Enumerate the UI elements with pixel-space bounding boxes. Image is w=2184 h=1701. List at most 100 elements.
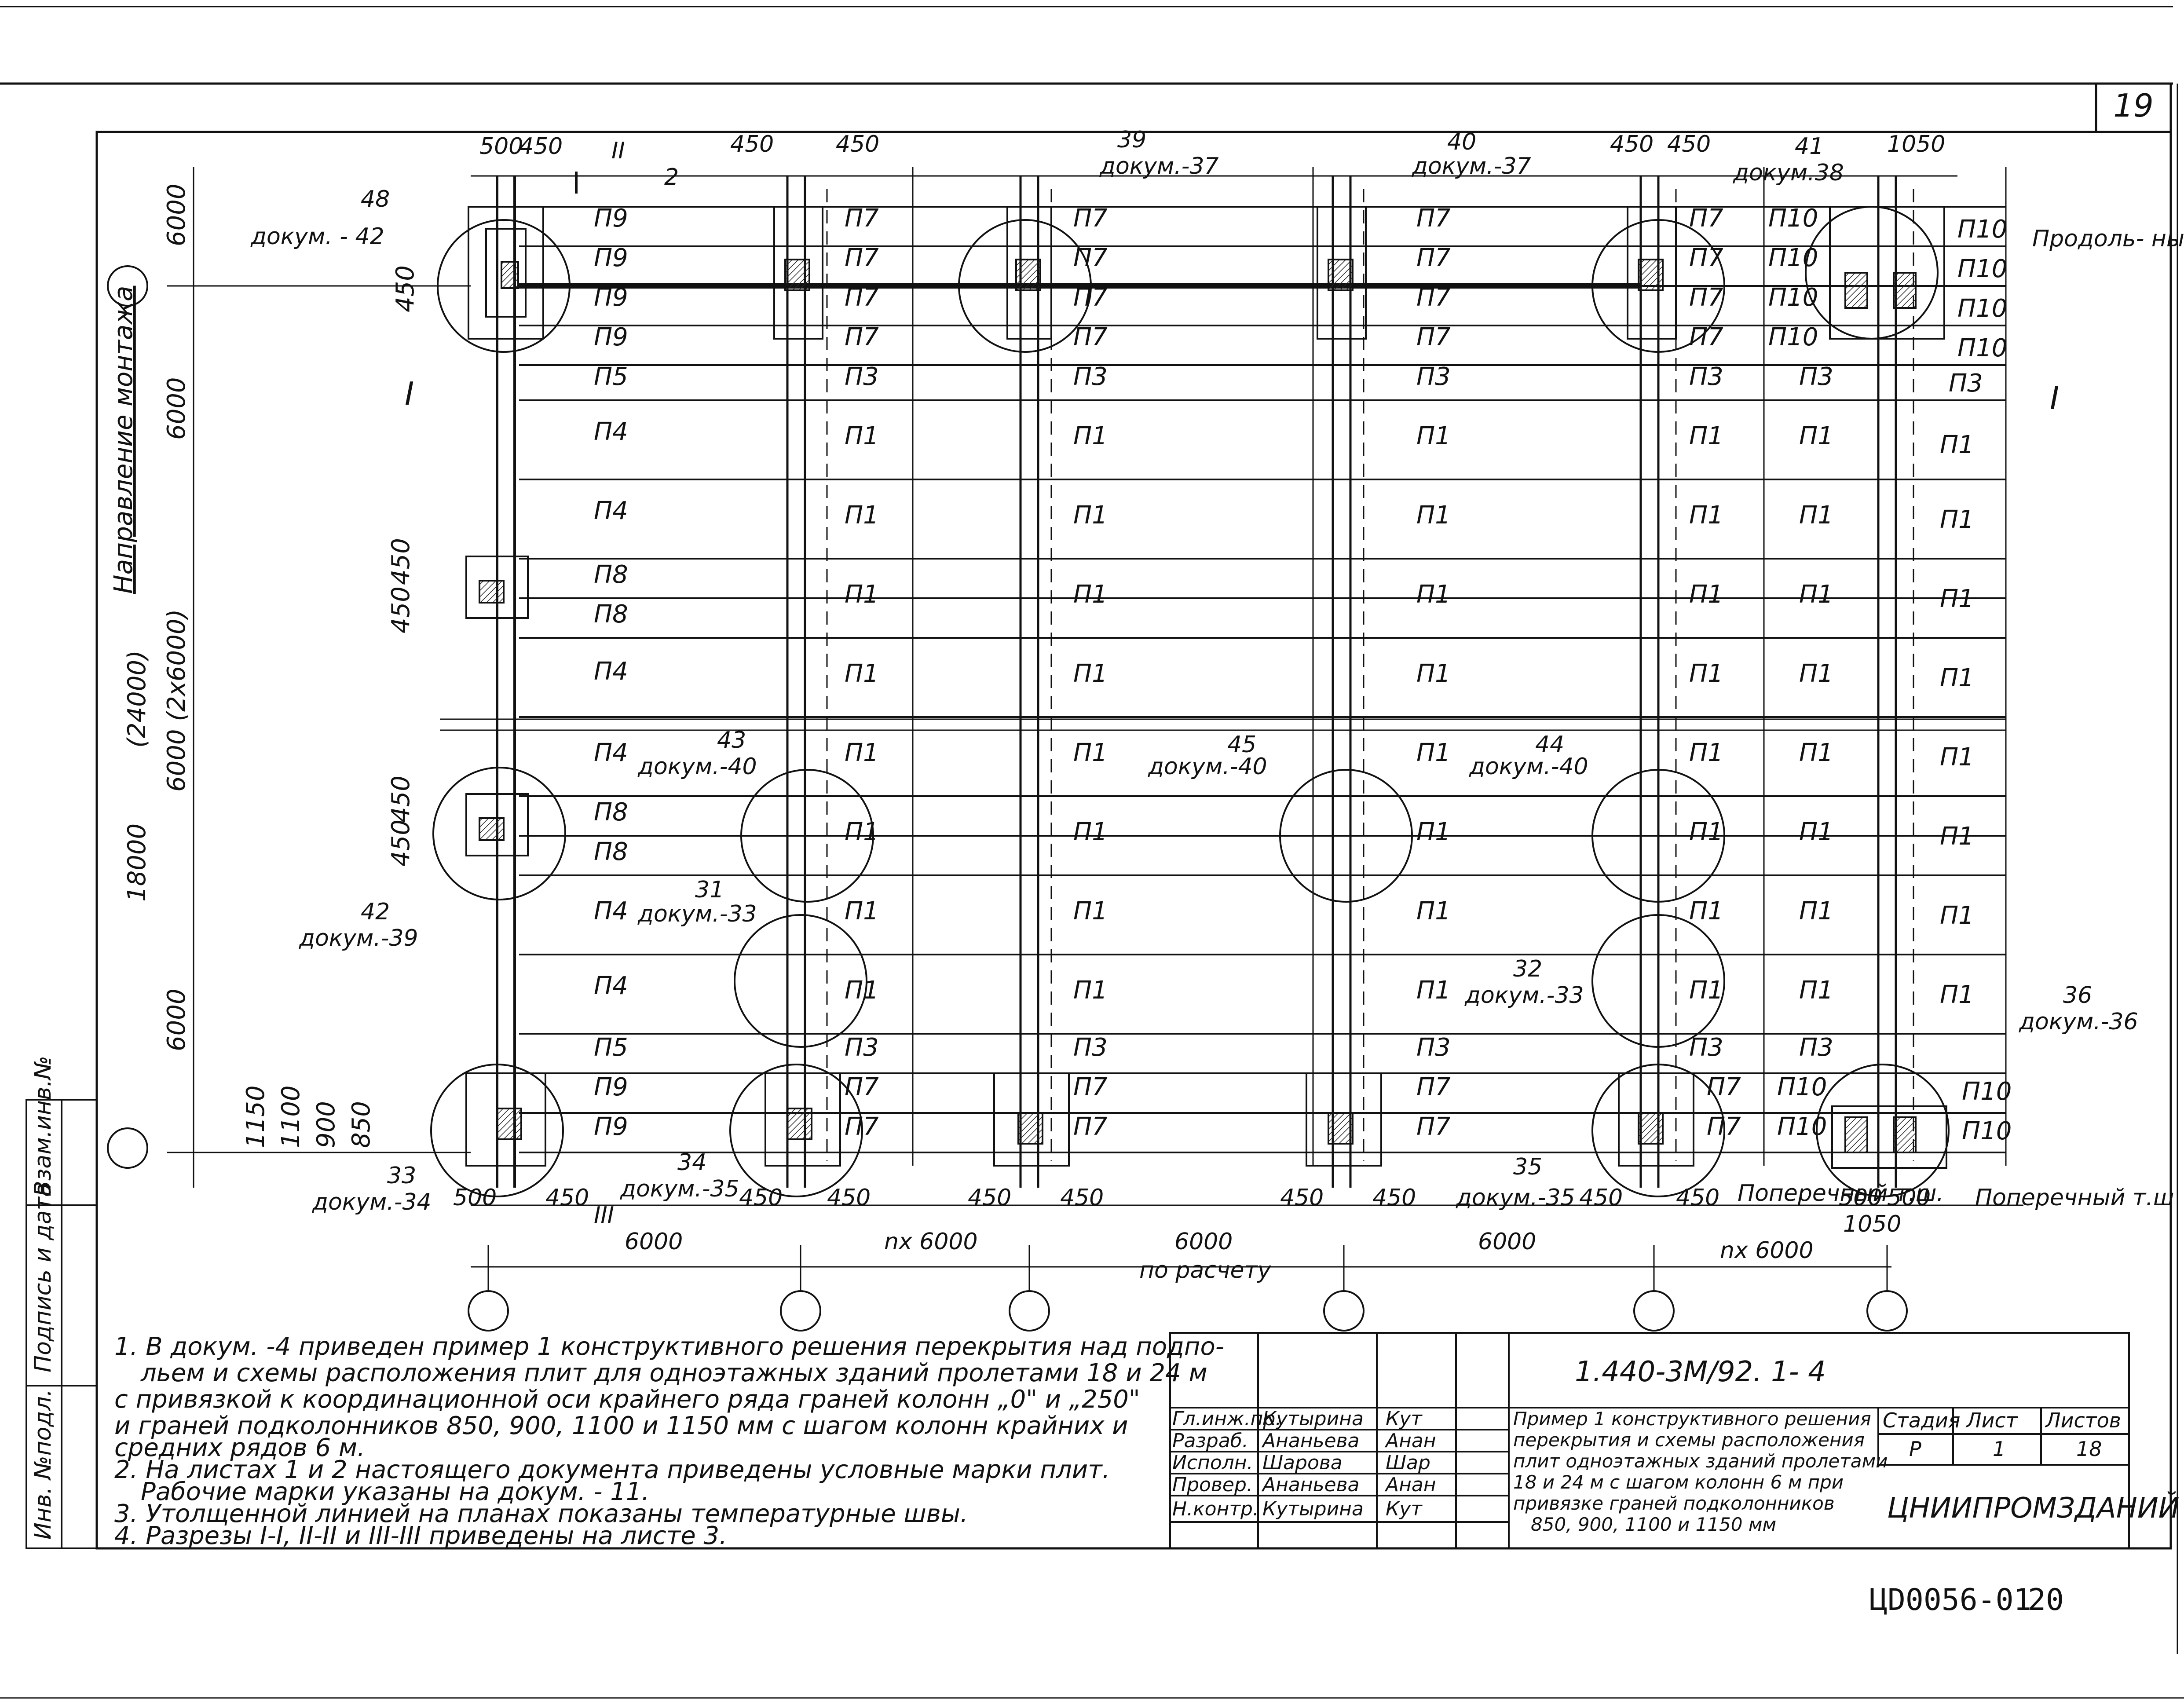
section-i-left: I [405, 375, 414, 412]
slab-mark: П1 [1799, 976, 1833, 1005]
slab-mark: П1 [1073, 976, 1108, 1005]
role: Исполн. [1172, 1452, 1253, 1474]
dim-left-top: 6000 [162, 183, 191, 246]
longitudinal-joint-label: Продоль- ный т.ш. [2032, 226, 2184, 252]
dim-left-450d: 450 [387, 776, 415, 823]
dim-left-18000: 18000 [123, 823, 151, 902]
slab-mark: П9 [594, 1112, 628, 1141]
transverse-joint-a: Поперечный т.ш. [1738, 1180, 1944, 1207]
slab-mark: П1 [1799, 422, 1833, 450]
dim-left-lower: 6000 [162, 988, 191, 1051]
title-block-stage: Стадия Лист Листов Р 1 18 [1883, 1408, 2121, 1461]
dim-left-1100: 1100 [277, 1085, 305, 1148]
slab-mark: П1 [1073, 422, 1108, 450]
archive-code: ЦD0056-01 [1869, 1583, 2031, 1617]
callout-35-doc: докум.-35 [1456, 1185, 1575, 1211]
section-iii: III [594, 1202, 614, 1229]
callout-36-doc: докум.-36 [2019, 1009, 2138, 1035]
role: Разраб. [1172, 1430, 1248, 1452]
dim-left-850: 850 [347, 1101, 376, 1148]
slab-mark: П10 [1957, 215, 2007, 244]
title-block [1169, 1332, 2130, 1549]
slab-mark: П7 [1073, 1112, 1108, 1141]
note-line: 3. Утолщенной линией на планах показаны … [114, 1500, 968, 1528]
dim-bot-450c: 450 [827, 1185, 871, 1211]
slab-mark: П7 [1416, 244, 1451, 272]
stage-label: Стадия [1883, 1408, 1960, 1432]
slab-mark: П7 [845, 1073, 879, 1101]
callout-33-doc: докум.-34 [312, 1189, 432, 1215]
dim-top-450b: 450 [730, 131, 774, 157]
slab-mark: П7 [1073, 204, 1108, 233]
slab-mark: П9 [594, 283, 628, 312]
slab-mark: П3 [1416, 1033, 1451, 1062]
slab-mark: П10 [1768, 244, 1818, 272]
callout-35-num: 35 [1513, 1154, 1542, 1180]
slab-mark: П1 [845, 739, 879, 767]
name: Ананьева [1261, 1430, 1360, 1452]
role: Н.контр. [1172, 1498, 1259, 1520]
slab-mark: П1 [1416, 580, 1451, 609]
note-line: 2. На листах 1 и 2 настоящего документа … [114, 1456, 1110, 1484]
plan-structure [440, 167, 2007, 1188]
sheet-corner-number: 19 [2113, 87, 2154, 124]
sheets-value: 18 [2076, 1437, 2102, 1461]
slab-mark: П8 [594, 600, 628, 629]
slab-mark: П8 [594, 838, 628, 866]
slab-mark: П3 [1073, 362, 1108, 391]
dimension-lines [167, 167, 2023, 1291]
dim-left-1150: 1150 [241, 1085, 270, 1148]
slab-mark: П1 [1416, 976, 1451, 1005]
callout-48-doc: докум. - 42 [250, 223, 384, 250]
role: Гл.инж.пр. [1172, 1408, 1281, 1430]
slab-mark: П10 [1957, 255, 2007, 283]
slab-mark: П1 [1073, 818, 1108, 846]
bottom-dimension-texts: 500 450 450 450 450 450 450 450 450 450 … [453, 1185, 1931, 1284]
callout-34-num: 34 [677, 1149, 706, 1176]
slab-mark: П1 [1799, 501, 1833, 530]
slab-mark: П1 [845, 501, 879, 530]
slab-mark: П1 [1940, 822, 1974, 851]
callout-32-doc: докум.-33 [1464, 982, 1584, 1009]
slab-mark: П10 [1777, 1073, 1827, 1101]
slab-mark: П1 [1799, 897, 1833, 925]
dim-left-mid: 6000 [162, 377, 191, 440]
dim-top-450e: 450 [1667, 131, 1711, 157]
note-line: и граней подколонников 850, 900, 1100 и … [114, 1412, 1128, 1440]
note-line: 4. Разрезы I-I, II-II и III-III приведен… [114, 1522, 727, 1550]
slab-mark: П1 [1799, 818, 1833, 846]
dim-left-450b: 450 [387, 538, 415, 585]
slab-mark: П1 [1689, 976, 1723, 1005]
slab-mark: П1 [1689, 501, 1723, 530]
direction-label: Направление монтажа [108, 286, 138, 594]
slab-mark: П1 [845, 659, 879, 688]
note-line: средних рядов 6 м. [114, 1434, 365, 1462]
title-line: 850, 900, 1100 и 1150 мм [1531, 1514, 1776, 1535]
slab-mark: П9 [594, 244, 628, 272]
dim-bot-s3: 6000 [1174, 1229, 1233, 1255]
dim-top-break: 2 [664, 164, 679, 190]
slab-mark: П7 [1689, 323, 1723, 351]
slab-mark: П3 [1949, 369, 1983, 398]
slab-mark: П7 [845, 204, 879, 233]
slab-mark: П1 [1940, 505, 1974, 534]
role: Провер. [1172, 1474, 1253, 1496]
slab-mark: П1 [845, 422, 879, 450]
dim-left-450a: 450 [391, 265, 420, 312]
callout-36-num: 36 [2063, 982, 2092, 1009]
dim-bot-450g: 450 [1372, 1185, 1416, 1211]
notes: 1. В докум. -4 приведен пример 1 констру… [114, 1332, 1224, 1550]
slab-mark: П1 [1416, 897, 1451, 925]
slab-mark: П10 [1962, 1077, 2012, 1106]
slab-mark: П3 [1689, 1033, 1723, 1062]
slab-mark: П1 [1416, 501, 1451, 530]
slab-mark: П9 [594, 204, 628, 233]
stamp-sign: Подпись и дата [30, 1183, 56, 1372]
joint-labels: Продоль- ный т.ш. Поперечный т.ш. Попере… [405, 138, 2184, 1229]
callout-32-num: 32 [1513, 956, 1542, 982]
callout-34-doc: докум.-35 [620, 1176, 739, 1202]
slab-mark: П1 [1940, 980, 1974, 1009]
left-dimension-texts: 6000 6000 6000 18000 (24000) 6000 (2х600… [123, 183, 420, 1148]
callout-circles [107, 206, 1950, 1332]
callout-39-doc: докум.-37 [1099, 153, 1219, 179]
